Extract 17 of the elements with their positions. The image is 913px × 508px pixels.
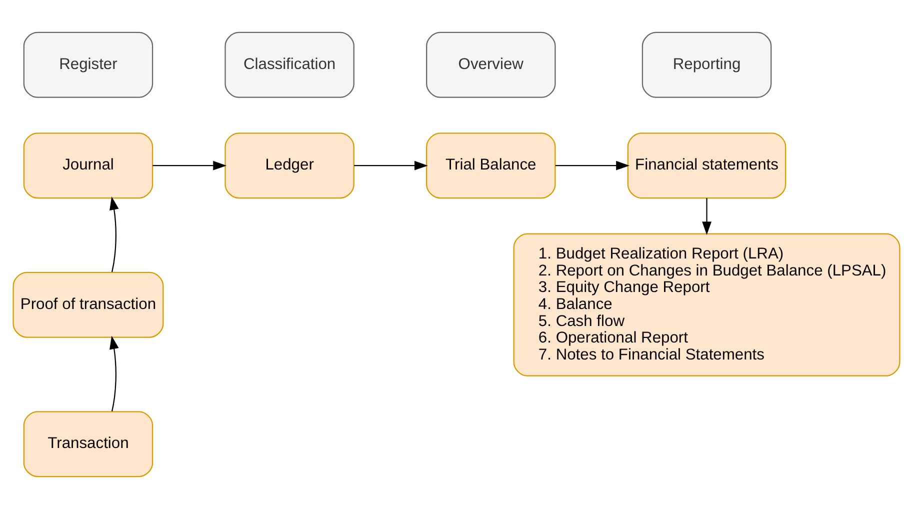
node-box: Reporting: [642, 31, 772, 98]
node-box: Financial statements: [627, 132, 786, 198]
arrow: [354, 160, 428, 170]
arrow: [110, 335, 119, 411]
node-box: Register: [23, 31, 154, 98]
node-box: Overview: [426, 31, 556, 98]
node-box: Classification: [224, 31, 354, 98]
node-box: Transaction: [23, 410, 154, 477]
arrow: [555, 160, 630, 170]
node-box: Ledger: [224, 132, 354, 198]
arrow: [702, 198, 712, 235]
node-box: Proof of transaction: [12, 271, 164, 338]
node-box: 1. Budget Realization Report (LRA) 2. Report on Changes in Budget Balance (LPSAL) 3. Equity Change Report 4. Balance 5. Cash flow 6. Operational Report 7. Notes to Financial Statements: [513, 232, 900, 376]
node-box: Journal: [23, 132, 154, 198]
arrow: [152, 160, 227, 170]
arrow: [110, 196, 119, 272]
node-box: Trial Balance: [426, 132, 556, 198]
